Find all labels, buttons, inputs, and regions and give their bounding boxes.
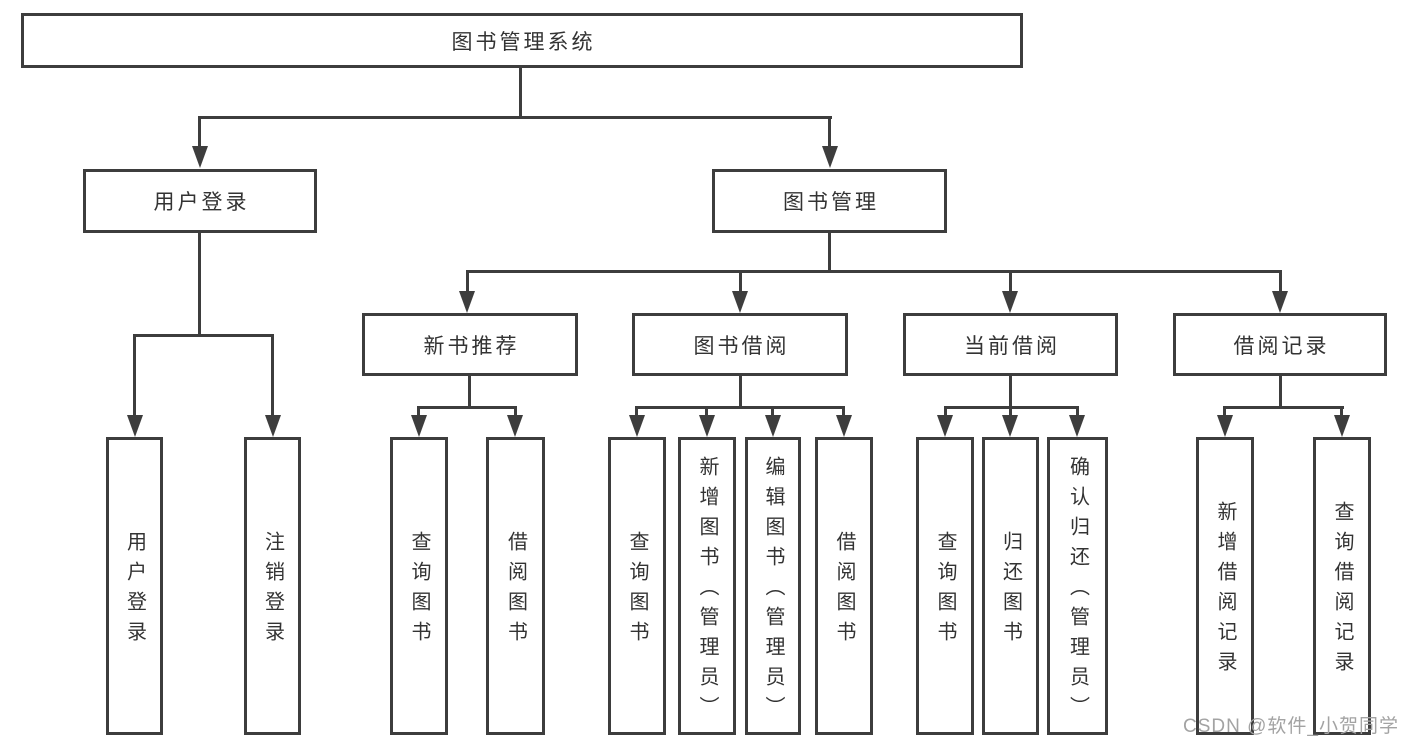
leaf-label: 查询借阅记录 — [1331, 501, 1353, 681]
edge-book-mgmt-stem — [828, 233, 831, 273]
arrow-down-icon — [937, 415, 953, 437]
edge-borrowing-records-branch — [1223, 406, 1344, 409]
leaf-user-login: 用户登录 — [106, 437, 163, 735]
arrow-down-icon — [507, 415, 523, 437]
leaf-add-borrow-record: 新增借阅记录 — [1196, 437, 1254, 735]
arrow-down-icon — [699, 415, 715, 437]
node-borrowing-records: 借阅记录 — [1173, 313, 1387, 376]
edge-to-book-borrowing — [739, 270, 742, 295]
edge-to-leaf-user-login — [133, 334, 136, 420]
edge-leaf-stem — [1076, 406, 1079, 420]
leaf-query-books-current: 查询图书 — [916, 437, 974, 735]
edge-to-leaf-logout — [271, 334, 274, 420]
arrow-down-icon — [629, 415, 645, 437]
arrow-down-icon — [411, 415, 427, 437]
arrow-down-icon — [836, 415, 852, 437]
edge-leaf-stem — [1223, 406, 1226, 420]
arrow-down-icon — [1217, 415, 1233, 437]
arrow-down-icon — [127, 415, 143, 437]
arrow-down-icon — [1272, 291, 1288, 313]
leaf-confirm-return-admin: 确认归还（管理员） — [1047, 437, 1108, 735]
leaf-label: 新增图书（管理员） — [696, 456, 718, 726]
node-book-borrowing: 图书借阅 — [632, 313, 848, 376]
edge-to-current-borrowing — [1009, 270, 1012, 295]
node-current-borrowing: 当前借阅 — [903, 313, 1118, 376]
arrow-down-icon — [822, 146, 838, 168]
edge-top-branch — [198, 116, 832, 119]
edge-leaf-stem — [842, 406, 845, 420]
edge-new-book-branch — [417, 406, 517, 409]
edge-user-login-branch — [133, 334, 274, 337]
edge-leaf-stem — [705, 406, 708, 420]
leaf-return-books: 归还图书 — [982, 437, 1039, 735]
edge-leaf-stem — [1340, 406, 1343, 420]
edge-leaf-stem — [771, 406, 774, 420]
edge-book-borrowing-branch — [635, 406, 845, 409]
edge-borrowing-records-stem — [1279, 376, 1282, 409]
leaf-add-books-admin: 新增图书（管理员） — [678, 437, 736, 735]
leaf-query-books-recommend: 查询图书 — [390, 437, 448, 735]
arrow-down-icon — [732, 291, 748, 313]
arrow-down-icon — [265, 415, 281, 437]
node-root: 图书管理系统 — [21, 13, 1023, 68]
leaf-edit-books-admin: 编辑图书（管理员） — [745, 437, 801, 735]
leaf-label: 借阅图书 — [833, 531, 855, 651]
leaf-query-books-borrowing: 查询图书 — [608, 437, 666, 735]
leaf-label: 归还图书 — [999, 531, 1022, 651]
leaf-label: 查询图书 — [626, 531, 648, 651]
leaf-query-borrow-record: 查询借阅记录 — [1313, 437, 1371, 735]
leaf-label: 注销登录 — [261, 531, 284, 651]
node-new-book-recommendation: 新书推荐 — [362, 313, 578, 376]
arrow-down-icon — [1002, 415, 1018, 437]
edge-book-mgmt-branch — [466, 270, 1282, 273]
leaf-label: 借阅图书 — [504, 531, 527, 651]
edge-user-login-stem — [198, 233, 201, 337]
edge-new-book-stem — [468, 376, 471, 409]
node-user-login: 用户登录 — [83, 169, 317, 233]
leaf-logout: 注销登录 — [244, 437, 301, 735]
arrow-down-icon — [1002, 291, 1018, 313]
arrow-down-icon — [765, 415, 781, 437]
edge-leaf-stem — [514, 406, 517, 420]
arrow-down-icon — [459, 291, 475, 313]
leaf-label: 用户登录 — [123, 531, 146, 651]
edge-to-new-book — [466, 270, 469, 295]
edge-leaf-stem — [635, 406, 638, 420]
edge-root-stem — [519, 68, 522, 119]
edge-to-user-login — [198, 116, 201, 150]
leaf-label: 查询图书 — [934, 531, 956, 651]
leaf-label: 新增借阅记录 — [1214, 501, 1236, 681]
edge-to-borrowing-records — [1279, 270, 1282, 295]
edge-leaf-stem — [944, 406, 947, 420]
leaf-label: 编辑图书（管理员） — [762, 456, 784, 726]
csdn-watermark: CSDN @软件_小贺同学 — [1183, 716, 1399, 737]
arrow-down-icon — [192, 146, 208, 168]
edge-book-borrowing-stem — [739, 376, 742, 409]
arrow-down-icon — [1334, 415, 1350, 437]
edge-current-borrowing-stem — [1009, 376, 1012, 409]
leaf-label: 确认归还（管理员） — [1066, 456, 1089, 726]
edge-leaf-stem — [1009, 406, 1012, 420]
leaf-borrow-books: 借阅图书 — [815, 437, 873, 735]
edge-leaf-stem — [417, 406, 420, 420]
leaf-borrow-books-recommend: 借阅图书 — [486, 437, 545, 735]
arrow-down-icon — [1069, 415, 1085, 437]
edge-to-book-management — [828, 116, 831, 150]
node-book-management: 图书管理 — [712, 169, 947, 233]
leaf-label: 查询图书 — [408, 531, 430, 651]
